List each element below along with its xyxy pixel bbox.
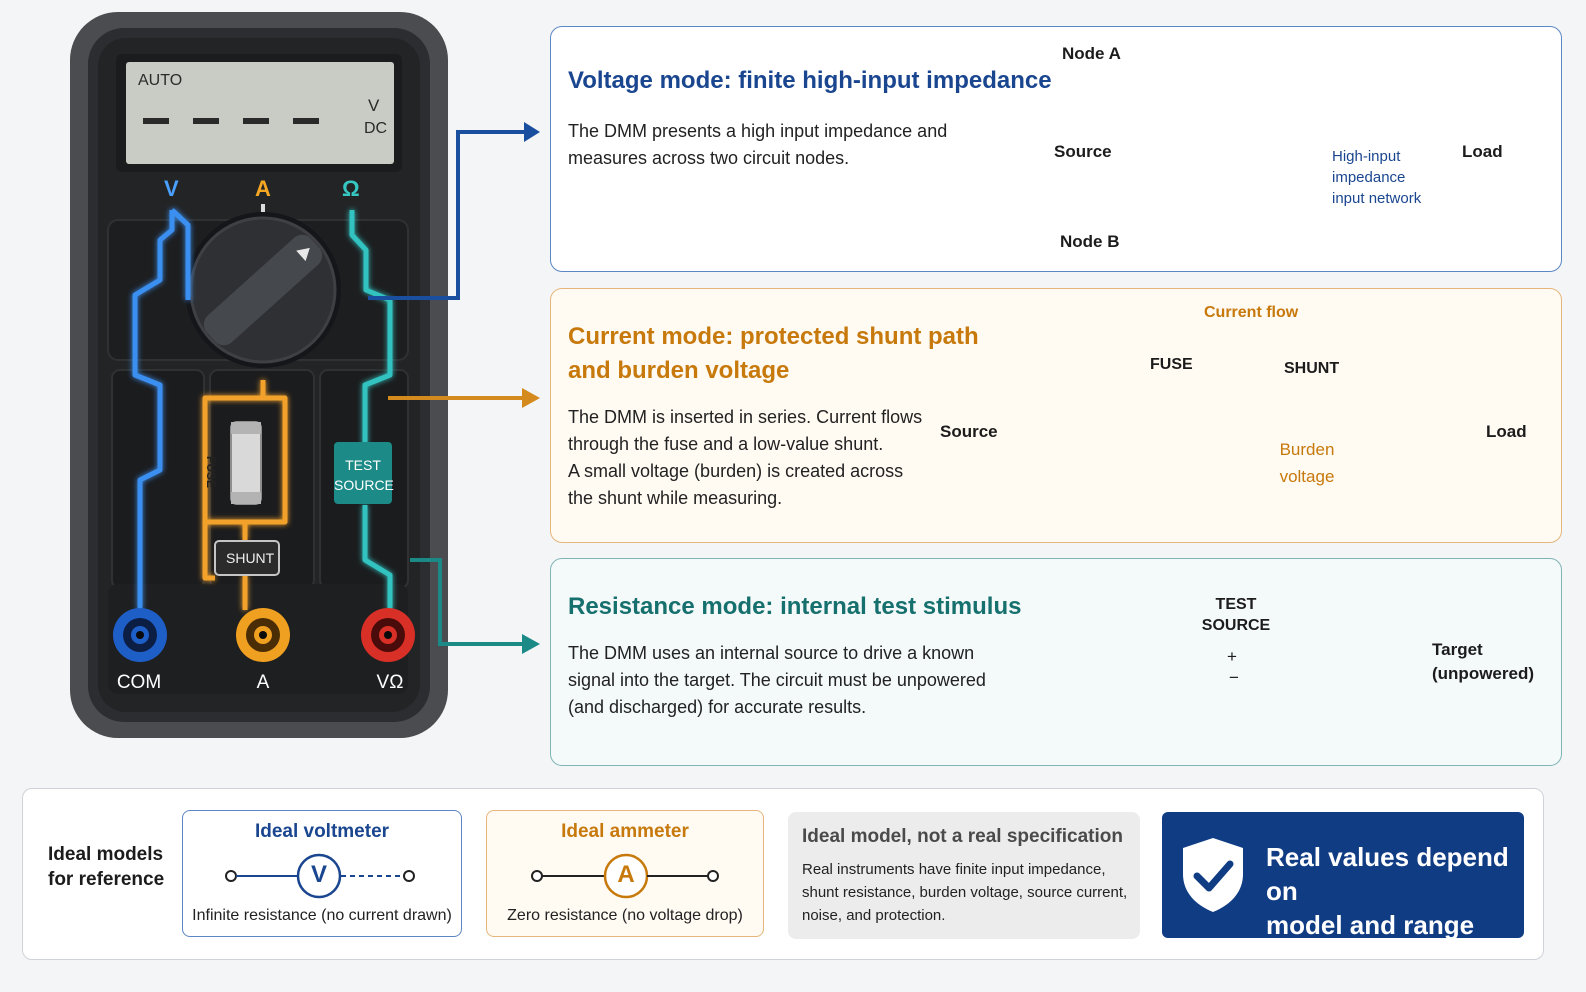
current-mode-panel — [550, 288, 1562, 543]
ideal-voltmeter-card: Ideal voltmeter V Infinite resistance (n… — [182, 810, 462, 937]
fuse-component — [230, 421, 262, 505]
test-source-component — [334, 442, 392, 504]
fuse-label: FUSE — [204, 456, 218, 489]
voltage-source-label: Source — [1054, 142, 1112, 161]
ammeter-symbol-icon — [531, 853, 719, 899]
note-body: Real instruments have finite input imped… — [802, 861, 1128, 924]
lcd-unit-dc: DC — [364, 120, 388, 137]
jack-label-com: COM — [116, 672, 162, 693]
current-load-label: Load — [1486, 422, 1527, 441]
resistance-connector — [410, 558, 526, 646]
resistance-title: Resistance mode: internal test stimulus — [568, 593, 1022, 620]
node-b-label: Node B — [1060, 232, 1120, 251]
voltage-title: Voltage mode: finite high-input impedanc… — [568, 67, 1052, 94]
ideal-model-note: Ideal model, not a real specification Re… — [788, 812, 1140, 939]
vohm-jack[interactable] — [361, 608, 415, 662]
current-shunt-label: SHUNT — [1284, 360, 1340, 377]
resistance-body: The DMM uses an internal source to drive… — [568, 643, 986, 717]
voltage-body: The DMM presents a high input impedance … — [568, 121, 948, 168]
voltage-mode-panel — [550, 26, 1562, 272]
port-symbol-a: A — [255, 176, 271, 201]
shield-check-icon — [1183, 838, 1243, 912]
voltage-load-label: Load — [1462, 142, 1503, 161]
ideal-voltmeter-title: Ideal voltmeter — [254, 821, 390, 842]
source-plus-sign: + — [1227, 647, 1237, 666]
multimeter — [70, 12, 448, 738]
port-symbol-ohm: Ω — [342, 176, 360, 201]
voltmeter-symbol-text: V — [310, 861, 327, 888]
port-symbol-v: V — [164, 176, 179, 201]
com-jack[interactable] — [113, 608, 167, 662]
node-a-label: Node A — [1062, 44, 1121, 63]
lcd-unit-v: V — [368, 96, 380, 115]
lcd-display — [126, 62, 394, 164]
ideal-ammeter-caption: Zero resistance (no voltage drop) — [507, 907, 743, 924]
source-minus-sign: − — [1229, 668, 1239, 687]
target-label: Target(unpowered) — [1432, 640, 1534, 683]
current-body: The DMM is inserted in series. Current f… — [568, 407, 923, 508]
shunt-component — [214, 540, 280, 576]
voltmeter-symbol-icon — [225, 853, 415, 899]
ideal-voltmeter-caption: Infinite resistance (no current drawn) — [192, 907, 452, 924]
ideal-ammeter-card: Ideal ammeter A Zero resistance (no volt… — [486, 810, 764, 937]
current-flow-label: Current flow — [1204, 304, 1299, 321]
shunt-label: SHUNT — [226, 550, 275, 566]
a-jack[interactable] — [236, 608, 290, 662]
note-title: Ideal model, not a real specification — [802, 826, 1123, 847]
ideal-ammeter-title: Ideal ammeter — [561, 821, 689, 842]
jack-label-a: A — [256, 672, 270, 693]
resistance-mode-panel — [550, 558, 1562, 766]
current-source-label: Source — [940, 422, 998, 441]
lcd-auto-label: AUTO — [138, 72, 183, 89]
voltage-connector — [368, 130, 528, 300]
ammeter-symbol-text: A — [617, 861, 635, 888]
current-fuse-label: FUSE — [1150, 356, 1193, 373]
jack-label-vohm: VΩ — [376, 672, 404, 693]
